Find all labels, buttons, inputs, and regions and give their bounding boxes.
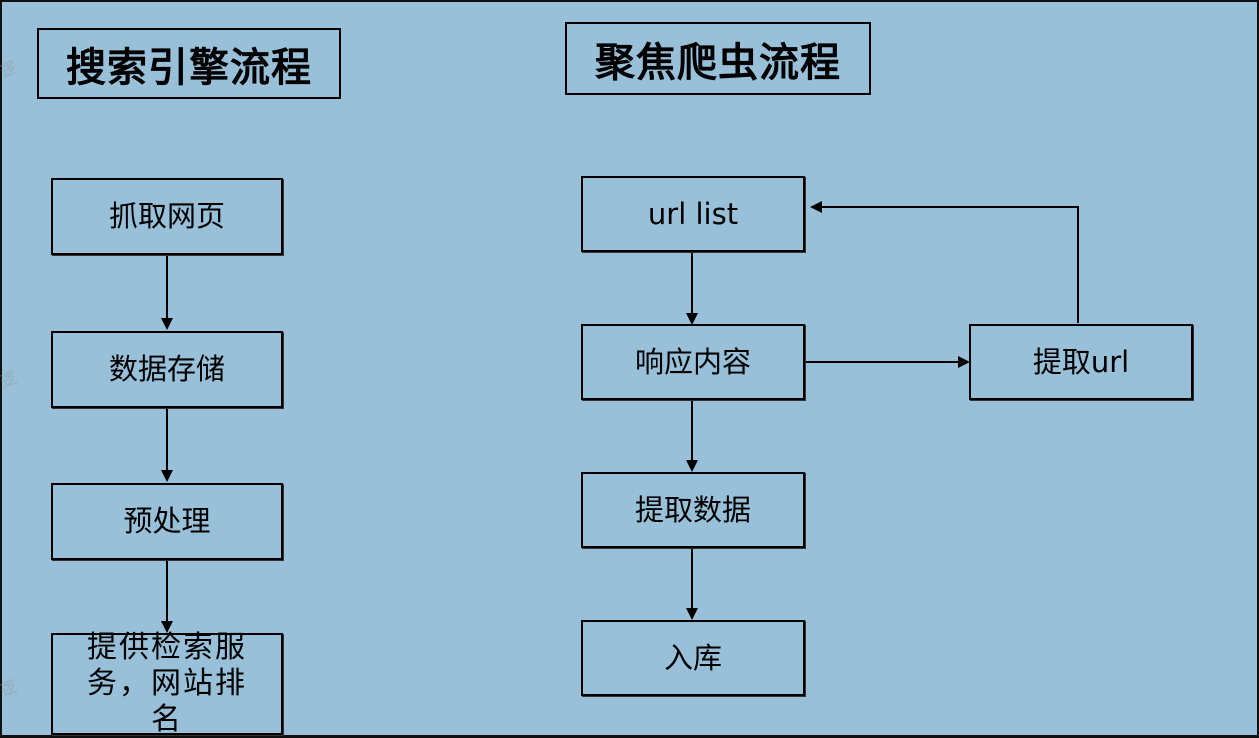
- left-flow-title: 搜索引擎流程: [37, 28, 341, 99]
- step-url-list: url list: [581, 176, 805, 252]
- right-flow-title: 聚焦爬虫流程: [565, 22, 871, 95]
- step-store: 入库: [581, 620, 805, 696]
- step-label: 响应内容: [634, 344, 751, 379]
- step-extract-url: 提取url: [969, 324, 1193, 400]
- step-crawl-pages: 抓取网页: [51, 178, 283, 255]
- step-label: 入库: [663, 640, 722, 675]
- step-label: 提取url: [1032, 344, 1130, 379]
- step-label: 提供检索服务，网站排名: [87, 630, 247, 737]
- step-data-storage: 数据存储: [51, 331, 283, 408]
- step-label: 预处理: [123, 504, 211, 539]
- step-response-content: 响应内容: [581, 324, 805, 400]
- step-label: 数据存储: [108, 352, 225, 387]
- edge-feedback-to-url-list: [810, 201, 1079, 323]
- step-label: url list: [647, 196, 739, 231]
- step-label: 抓取网页: [108, 199, 225, 234]
- step-preprocess: 预处理: [51, 483, 283, 560]
- step-label: 提取数据: [634, 492, 751, 527]
- step-extract-data: 提取数据: [581, 472, 805, 548]
- step-search-service: 提供检索服务，网站排名: [51, 630, 283, 737]
